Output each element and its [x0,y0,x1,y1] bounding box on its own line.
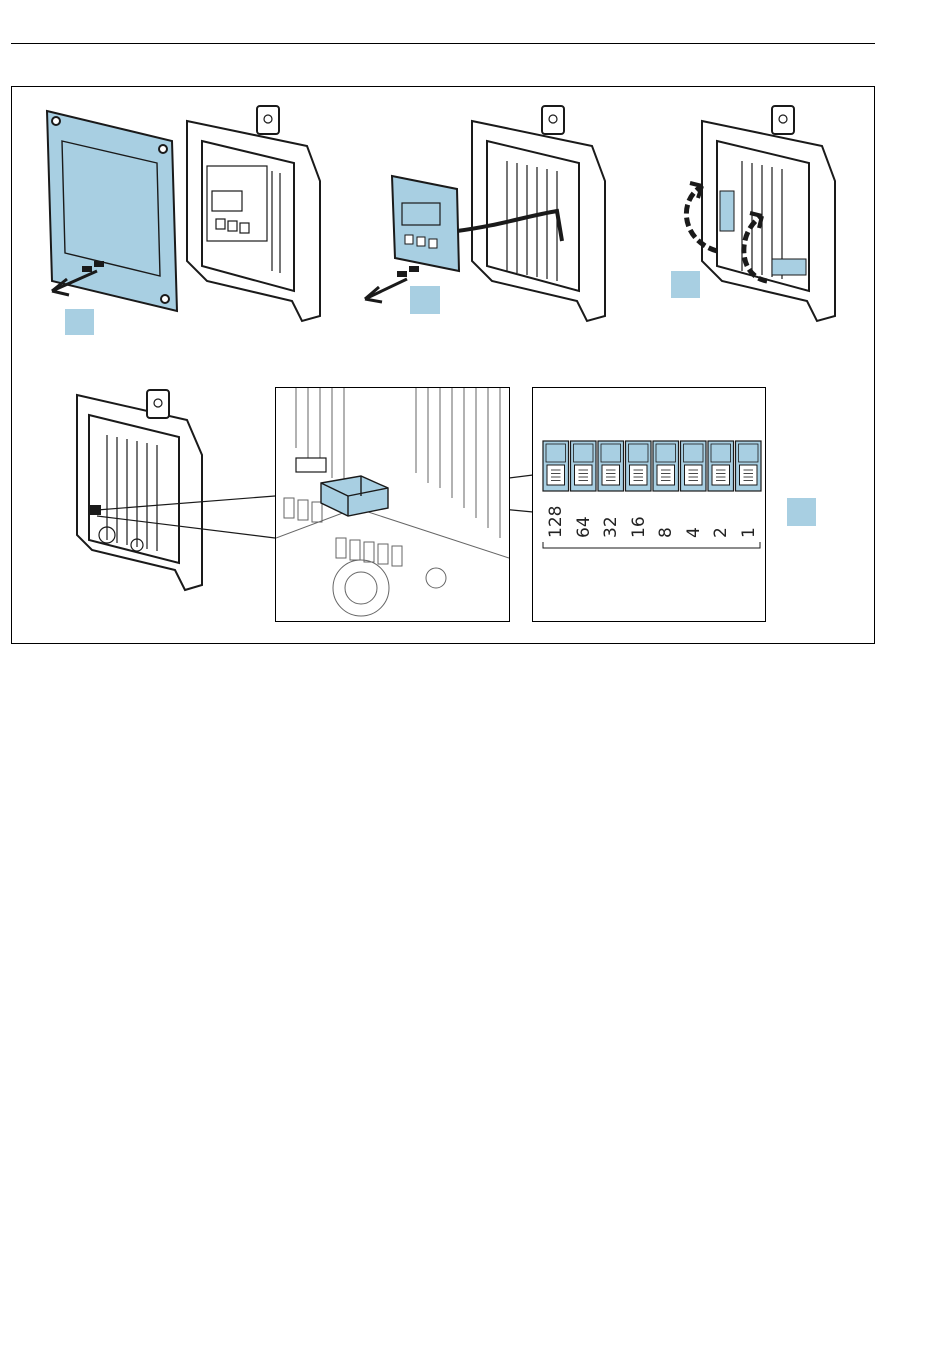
zoom-panel-board [275,387,510,622]
board-detail [276,388,509,621]
step-marker-4 [787,498,816,526]
page-header-rule [11,43,875,44]
value-bracket [533,388,765,621]
